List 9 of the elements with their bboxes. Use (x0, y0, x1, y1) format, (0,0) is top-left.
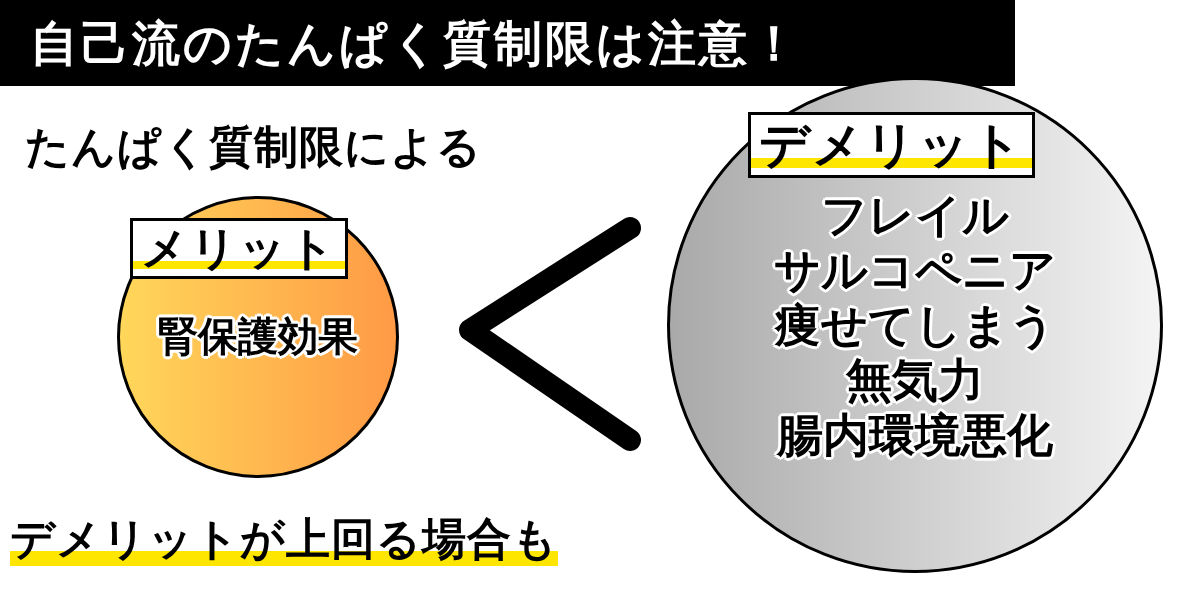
item-text: サルコペニア (773, 243, 1057, 299)
heading-text: たんぱく質制限による (25, 120, 482, 174)
circle-heading: メリット (130, 218, 348, 280)
item-text: 無気力 (845, 353, 985, 409)
item-text: 腸内環境悪化 (775, 408, 1054, 464)
title-banner: 自己流のたんぱく質制限は注意！ (0, 0, 1015, 86)
item-text: フレイル (820, 188, 1010, 244)
item-text: 痩せてしまう (773, 298, 1057, 354)
item-text: 腎保護効果 (157, 312, 359, 360)
